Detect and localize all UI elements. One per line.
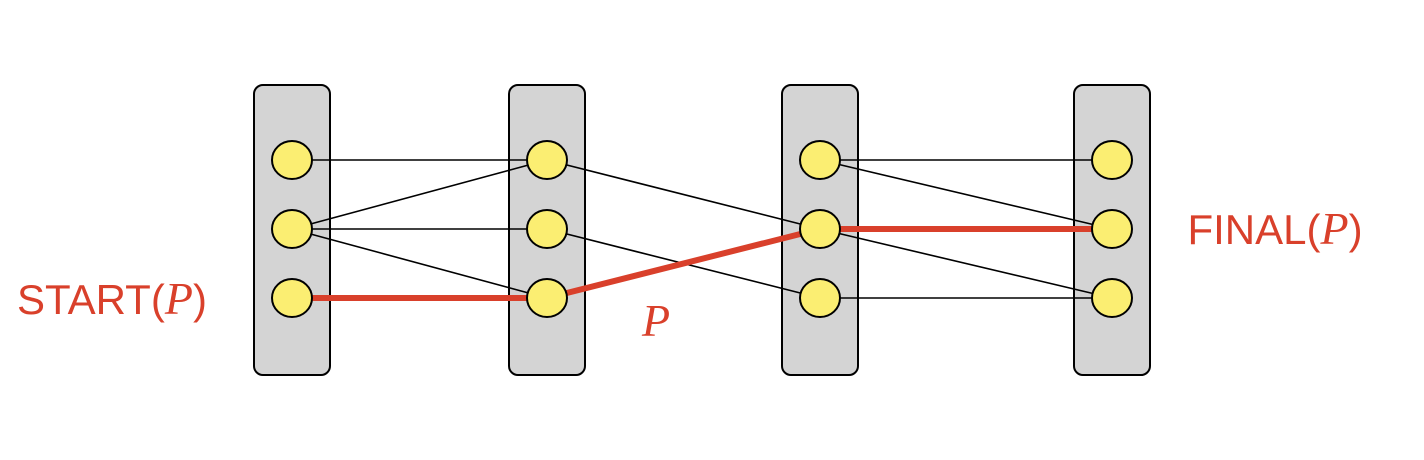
nodes-layer [271, 140, 1133, 318]
node-c3-r3 [799, 278, 841, 318]
edge-9 [819, 228, 1113, 299]
node-c3-r1 [799, 140, 841, 180]
node-c2-r3 [526, 278, 568, 318]
node-c4-r3 [1091, 278, 1133, 318]
final-label-text: FINAL( [1187, 206, 1320, 253]
final-label: FINAL(P) [1187, 203, 1362, 254]
node-c2-r1 [526, 140, 568, 180]
highlighted-path-layer [289, 226, 1115, 301]
path-label: P [641, 295, 670, 346]
start-label: START(P) [17, 273, 207, 324]
start-label-close: ) [193, 276, 207, 323]
node-c4-r2 [1091, 209, 1133, 249]
edge-5 [546, 159, 821, 230]
node-c1-r2 [271, 209, 313, 249]
start-label-var: P [164, 273, 193, 324]
node-c1-r3 [271, 278, 313, 318]
node-c2-r2 [526, 209, 568, 249]
edge-4 [291, 228, 548, 299]
node-c4-r1 [1091, 140, 1133, 180]
final-label-close: ) [1349, 206, 1363, 253]
start-label-text: START( [17, 276, 165, 323]
node-c3-r2 [799, 209, 841, 249]
path-segment-2 [544, 226, 823, 301]
edge-8 [819, 159, 1113, 230]
edge-2 [291, 159, 548, 230]
final-label-var: P [1319, 203, 1348, 254]
node-c1-r1 [271, 140, 313, 180]
